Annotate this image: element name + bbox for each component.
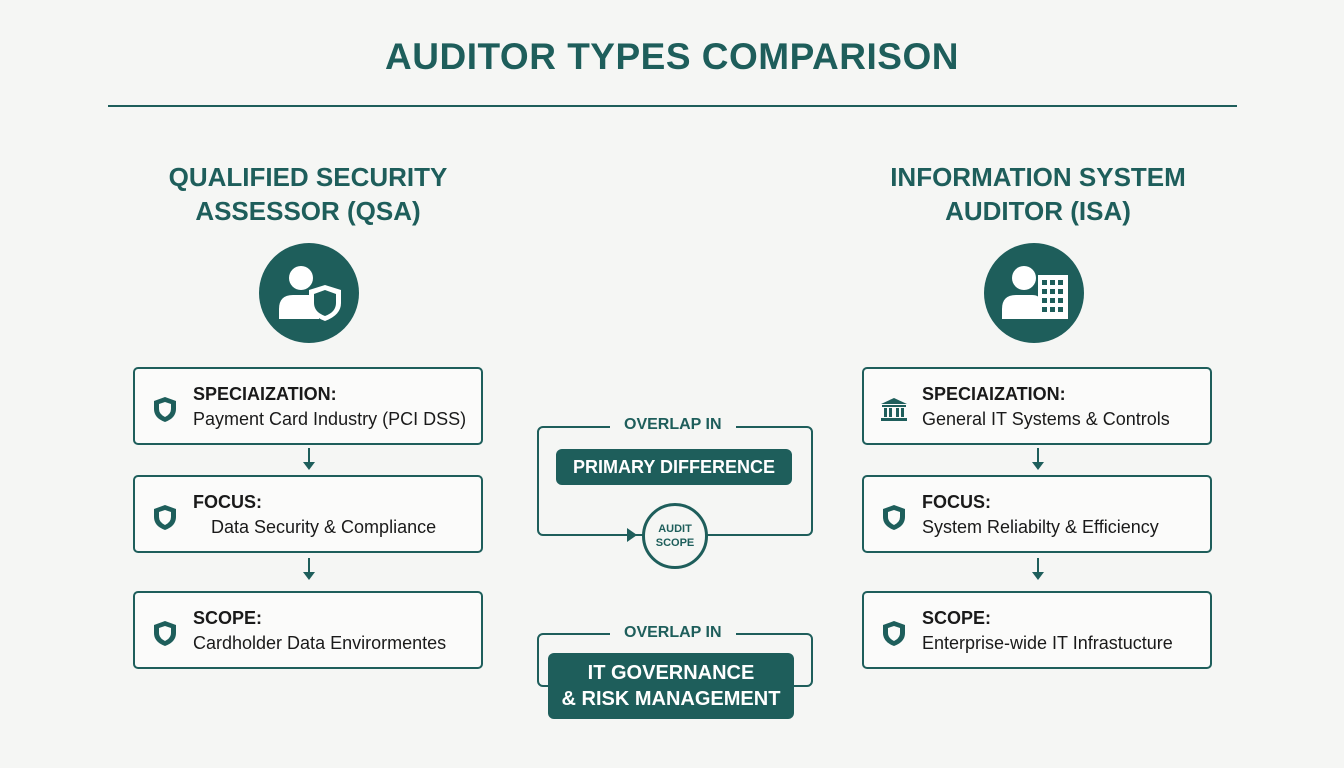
person-shield-icon [259, 243, 359, 343]
card-label: FOCUS: [193, 492, 262, 512]
shield-icon [154, 397, 176, 422]
card-value: Enterprise-wide IT Infrastucture [922, 633, 1173, 653]
it-governance-line1: IT GOVERNANCE [587, 662, 755, 684]
card-value: Payment Card Industry (PCI DSS) [193, 409, 467, 429]
overlap-label: OVERLAP IN [610, 416, 736, 434]
isa-specialization-card: SPECIAIZATION: General IT Systems & Cont… [862, 367, 1212, 445]
title-divider [108, 105, 1237, 107]
card-value: General IT Systems & Controls [922, 409, 1170, 429]
audit-scope-circle: AUDIT SCOPE [642, 503, 708, 569]
qsa-focus-card: FOCUS: Data Security & Compliance [133, 475, 483, 553]
person-building-icon [984, 243, 1084, 343]
arrow-down-icon [1032, 448, 1044, 470]
shield-icon [154, 621, 176, 646]
isa-scope-card: SCOPE: Enterprise-wide IT Infrastucture [862, 591, 1212, 669]
it-governance-badge: IT GOVERNANCE & RISK MANAGEMENT [548, 653, 794, 719]
page-title: AUDITOR TYPES COMPARISON [385, 36, 959, 77]
arrow-down-icon [1032, 558, 1044, 580]
bank-icon [881, 398, 907, 421]
arrow-down-icon [303, 448, 315, 470]
isa-heading-line2: AUDITOR (ISA) [945, 196, 1131, 226]
primary-difference-badge: PRIMARY DIFFERENCE [556, 449, 792, 485]
it-governance-line2: & RISK MANAGEMENT [561, 688, 781, 710]
card-label: SCOPE: [193, 608, 263, 628]
shield-icon [883, 621, 905, 646]
card-label: SPECIAIZATION: [922, 384, 1066, 404]
qsa-scope-card: SCOPE: Cardholder Data Envirormentes [133, 591, 483, 669]
shield-icon [883, 505, 905, 530]
qsa-heading: QUALIFIED SECURITY ASSESSOR (QSA) [108, 160, 508, 228]
card-label: SPECIAIZATION: [193, 384, 337, 404]
card-value: Data Security & Compliance [211, 517, 437, 537]
overlap-label: OVERLAP IN [610, 624, 736, 642]
isa-heading-line1: INFORMATION SYSTEM [890, 162, 1186, 192]
qsa-heading-line1: QUALIFIED SECURITY [168, 162, 448, 192]
isa-heading: INFORMATION SYSTEM AUDITOR (ISA) [838, 160, 1238, 228]
card-label: FOCUS: [922, 492, 991, 512]
arrow-right-icon [627, 528, 637, 542]
qsa-heading-line2: ASSESSOR (QSA) [195, 196, 421, 226]
audit-scope-line1: AUDIT [658, 523, 692, 535]
audit-scope-line2: SCOPE [655, 537, 695, 549]
arrow-down-icon [303, 558, 315, 580]
isa-focus-card: FOCUS: System Reliabilty & Efficiency [862, 475, 1212, 553]
card-value: System Reliabilty & Efficiency [922, 517, 1159, 537]
qsa-specialization-card: SPECIAIZATION: Payment Card Industry (PC… [133, 367, 483, 445]
shield-icon [154, 505, 176, 530]
card-label: SCOPE: [922, 608, 992, 628]
card-value: Cardholder Data Envirormentes [193, 633, 447, 653]
